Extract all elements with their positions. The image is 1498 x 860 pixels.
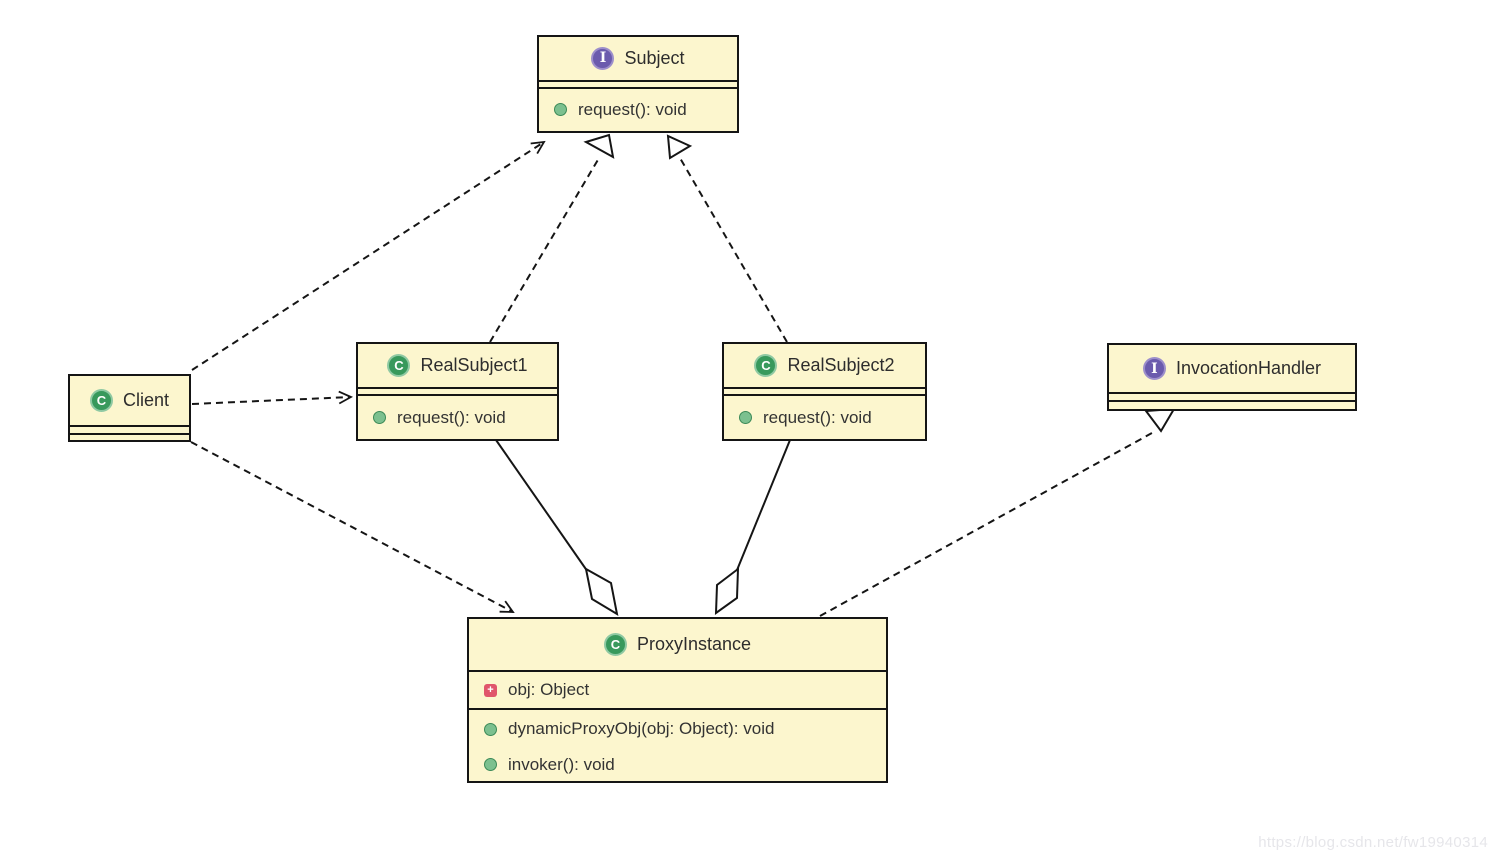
class-icon: C	[387, 354, 411, 377]
class-box-subject[interactable]: I Subject request(): void	[537, 35, 739, 133]
compartment-separator	[469, 670, 886, 672]
class-title-row: C RealSubject1	[358, 344, 557, 387]
edge-client-to-realsubject1-dependency[interactable]	[191, 397, 351, 405]
compartment-separator	[358, 387, 557, 396]
class-box-realsubject2[interactable]: C RealSubject2 request(): void	[722, 342, 927, 441]
class-title-row: I Subject	[539, 37, 737, 80]
class-box-realsubject1[interactable]: C RealSubject1 request(): void	[356, 342, 559, 441]
class-name: ProxyInstance	[636, 634, 752, 654]
method-icon	[739, 411, 752, 424]
empty-methods-compartment	[70, 435, 189, 440]
edge-client-to-subject-dependency[interactable]	[191, 142, 544, 371]
compartment-separator	[1109, 400, 1355, 402]
method-row: request(): void	[724, 396, 925, 439]
method-row: request(): void	[539, 89, 737, 132]
interface-icon: I	[591, 46, 615, 70]
class-box-invocationhandler[interactable]: I InvocationHandler	[1107, 343, 1357, 411]
compartment-separator	[1109, 392, 1355, 394]
class-title-row: C Client	[70, 376, 189, 425]
edge-proxyinstance-to-realsubject2-aggregation[interactable]	[714, 439, 791, 615]
method-row: dynamicProxyObj(obj: Object): void	[469, 710, 886, 748]
compartment-separator	[70, 425, 189, 427]
class-icon: C	[89, 389, 113, 412]
method-row: invoker(): void	[469, 748, 886, 781]
class-title-row: I InvocationHandler	[1109, 345, 1355, 392]
class-title-row: C ProxyInstance	[469, 619, 886, 670]
class-box-client[interactable]: C Client	[68, 374, 191, 442]
compartment-separator	[70, 433, 189, 435]
interface-icon: I	[1142, 357, 1166, 380]
field-icon: +	[484, 683, 497, 697]
class-name: Client	[122, 390, 170, 410]
class-box-proxyinstance[interactable]: C ProxyInstance + obj: Object dynamicPro…	[467, 617, 888, 783]
field-label: obj: Object	[508, 680, 590, 699]
compartment-separator	[724, 387, 925, 396]
method-row: request(): void	[358, 396, 557, 439]
edge-proxyinstance-to-realsubject1-aggregation[interactable]	[495, 439, 619, 617]
class-icon: C	[754, 354, 778, 377]
edge-realsubject2-to-subject-realization[interactable]	[666, 134, 788, 343]
method-label: invoker(): void	[508, 754, 615, 774]
method-label: request(): void	[397, 407, 506, 427]
class-icon: C	[603, 633, 627, 656]
class-title-row: C RealSubject2	[724, 344, 925, 387]
method-icon	[484, 758, 497, 771]
method-icon	[484, 722, 497, 736]
method-label: request(): void	[578, 99, 687, 119]
compartment-separator	[469, 708, 886, 710]
method-icon	[373, 411, 386, 424]
class-name: Subject	[624, 47, 685, 68]
empty-methods-compartment	[1109, 402, 1355, 409]
method-label: dynamicProxyObj(obj: Object): void	[508, 719, 775, 738]
compartment-separator	[539, 79, 737, 89]
edge-realsubject1-to-subject-realization[interactable]	[489, 133, 615, 343]
field-row: + obj: Object	[469, 672, 886, 708]
class-name: InvocationHandler	[1175, 358, 1322, 378]
class-name: RealSubject1	[420, 355, 528, 375]
watermark-text: https://blog.csdn.net/fw19940314	[1258, 834, 1488, 851]
method-icon	[554, 103, 567, 117]
method-label: request(): void	[763, 407, 872, 427]
edge-client-to-proxyinstance-dependency[interactable]	[190, 441, 513, 612]
class-name: RealSubject2	[787, 355, 895, 375]
